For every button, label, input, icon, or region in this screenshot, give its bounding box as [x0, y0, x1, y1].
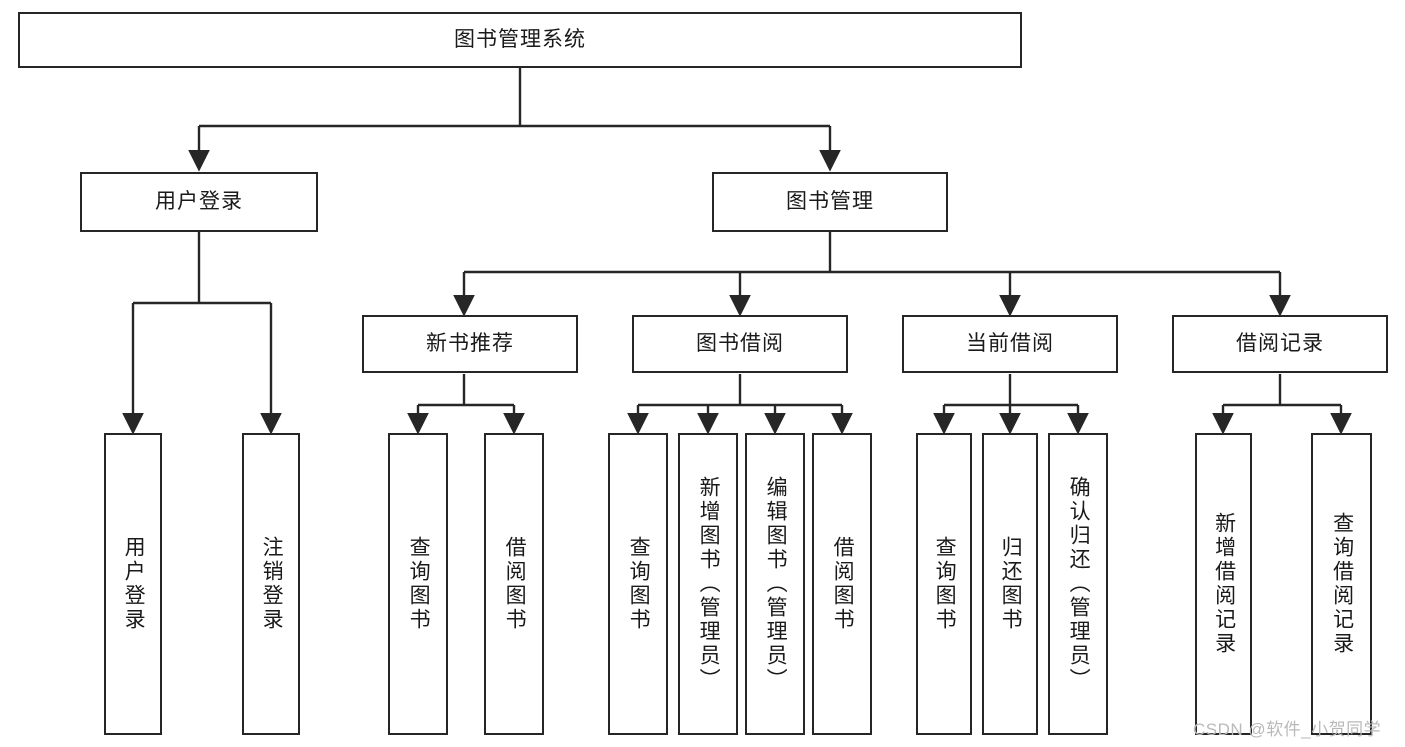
node-book-management[interactable]: 图书管理: [712, 172, 948, 232]
leaf-bb-edit-book-admin[interactable]: 编辑图书（管理员）: [745, 433, 805, 735]
node-new-book-recommend[interactable]: 新书推荐: [362, 315, 578, 373]
node-current-borrow[interactable]: 当前借阅: [902, 315, 1118, 373]
leaf-user-login[interactable]: 用户登录: [104, 433, 162, 735]
node-user-login[interactable]: 用户登录: [80, 172, 318, 232]
node-borrow-record[interactable]: 借阅记录: [1172, 315, 1388, 373]
node-root-system[interactable]: 图书管理系统: [18, 12, 1022, 68]
leaf-nb-borrow-book[interactable]: 借阅图书: [484, 433, 544, 735]
leaf-cb-return-book[interactable]: 归还图书: [982, 433, 1038, 735]
node-book-borrow[interactable]: 图书借阅: [632, 315, 848, 373]
leaf-cb-confirm-return-admin[interactable]: 确认归还（管理员）: [1048, 433, 1108, 735]
csdn-watermark: CSDN @软件_小贺同学: [1193, 720, 1382, 739]
leaf-bb-borrow-book[interactable]: 借阅图书: [812, 433, 872, 735]
leaf-logout[interactable]: 注销登录: [242, 433, 300, 735]
leaf-nb-query-book[interactable]: 查询图书: [388, 433, 448, 735]
leaf-br-add-record[interactable]: 新增借阅记录: [1195, 433, 1252, 735]
leaf-bb-query-book[interactable]: 查询图书: [608, 433, 668, 735]
leaf-bb-add-book-admin[interactable]: 新增图书（管理员）: [678, 433, 738, 735]
leaf-cb-query-book[interactable]: 查询图书: [916, 433, 972, 735]
leaf-br-query-record[interactable]: 查询借阅记录: [1311, 433, 1372, 735]
